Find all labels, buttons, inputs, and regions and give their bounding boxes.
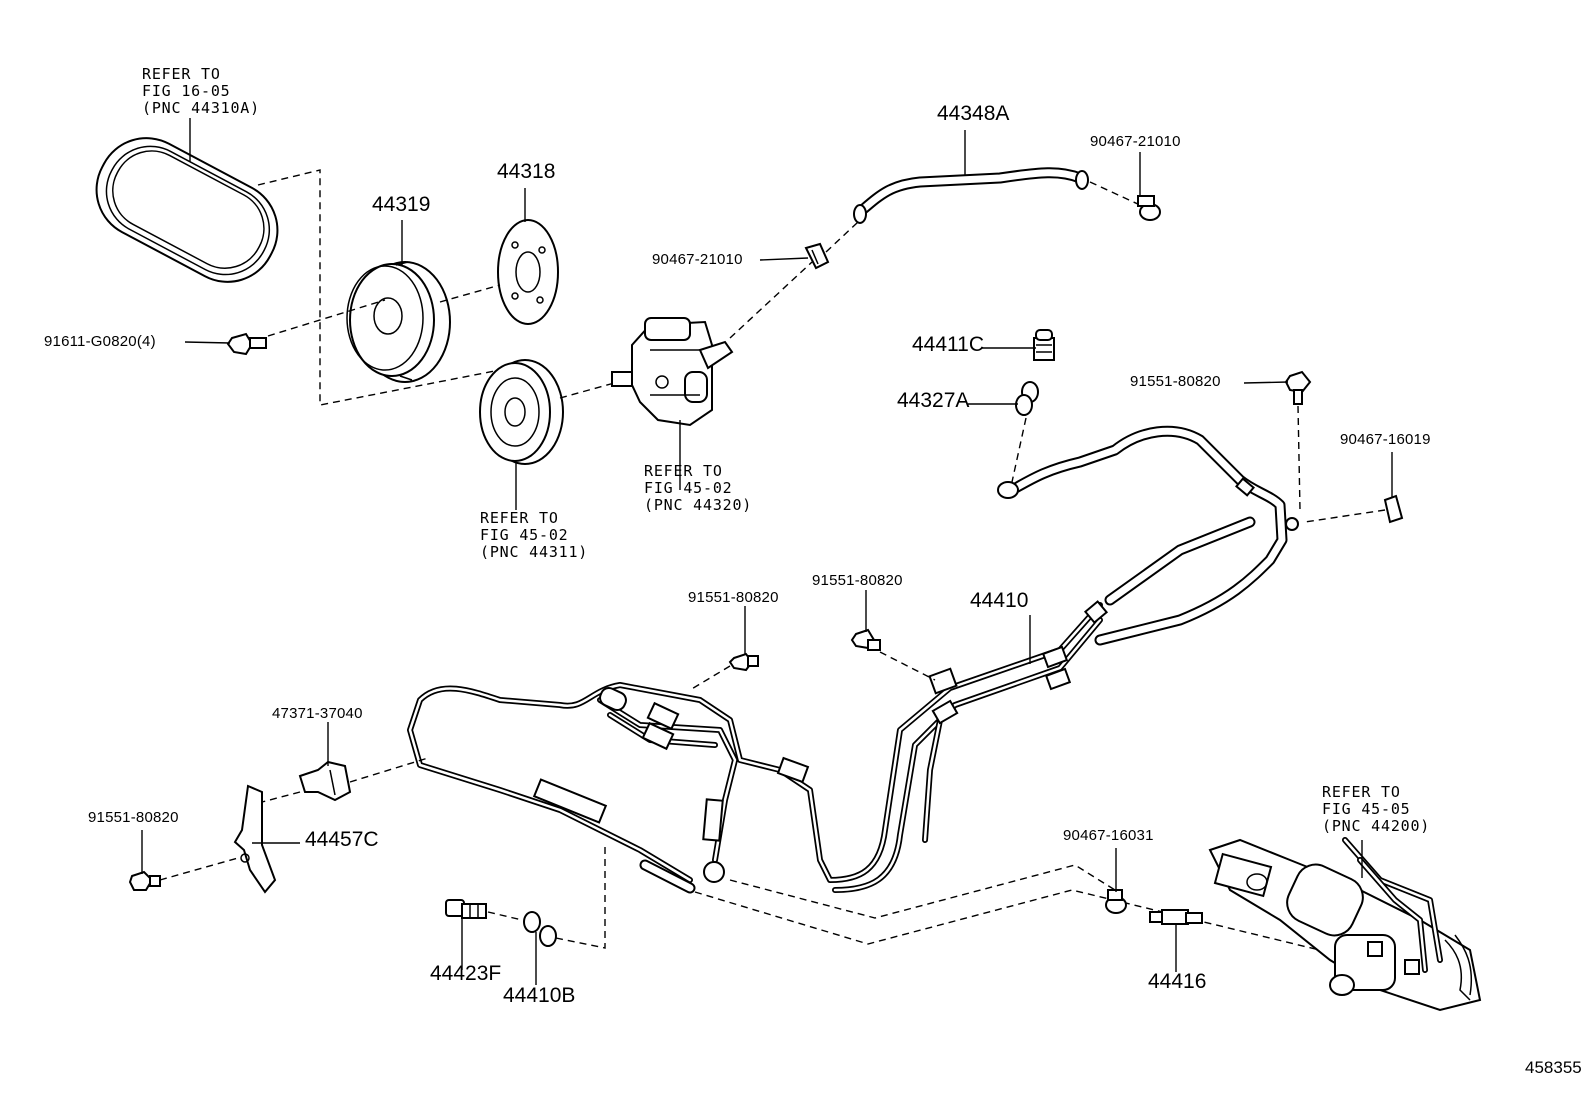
clamp-47371-37040	[298, 760, 352, 802]
label-90467-21010-left: 90467-21010	[652, 251, 743, 268]
union-44423F	[445, 899, 487, 919]
belt-bracket-line	[257, 169, 501, 406]
plate-44318	[497, 219, 559, 325]
bolt-right-dash	[1297, 405, 1301, 511]
route-dash-2	[694, 889, 1341, 956]
gasket-b-dash	[555, 845, 606, 949]
label-44410: 44410	[970, 589, 1029, 612]
power-steering-pump	[611, 317, 734, 427]
bolt-91551-mid2	[850, 628, 881, 651]
label-91551-mid1: 91551-80820	[688, 589, 779, 606]
label-90467-16031: 90467-16031	[1063, 827, 1154, 844]
union-44416	[1149, 909, 1203, 925]
bolt-mid1-dash	[689, 665, 731, 691]
label-44410B: 44410B	[503, 984, 576, 1007]
gasket-44410B	[523, 911, 557, 947]
return-hose-upper	[997, 425, 1299, 646]
label-44319: 44319	[372, 193, 431, 216]
clamp-90467-21010-right	[1137, 195, 1161, 221]
label-44423F: 44423F	[430, 962, 502, 985]
hose-clamp-dash	[1089, 181, 1141, 206]
label-44457C: 44457C	[305, 828, 379, 851]
label-44318: 44318	[497, 160, 556, 183]
union-44411C	[1033, 329, 1055, 361]
leader-lines	[141, 118, 1393, 985]
pulley-plate-dash	[439, 284, 501, 303]
bracket-44457C	[233, 784, 277, 894]
steering-gear	[1208, 837, 1482, 1012]
label-44411C: 44411C	[912, 333, 985, 356]
pump-clip-dash	[729, 261, 813, 339]
route-dash-1	[729, 864, 1116, 919]
figure-number: 458355	[1525, 1058, 1582, 1077]
union-gasket-dash	[487, 911, 523, 921]
clamp-90467-16031	[1105, 889, 1127, 914]
bolt-mid2-dash	[879, 651, 936, 681]
bolt-91551-mid1	[728, 652, 759, 672]
clamp-bracket-dash	[261, 791, 301, 803]
clamp-90467-16019	[1383, 494, 1404, 524]
gasket-dash	[1011, 417, 1027, 483]
label-90467-16019: 90467-16019	[1340, 431, 1431, 448]
label-90467-21010-right: 90467-21010	[1090, 133, 1181, 150]
pulley-lower	[479, 359, 564, 465]
clamp-90467-21010-left	[804, 242, 830, 270]
clamp-16019-dash	[1304, 509, 1386, 523]
label-44327A: 44327A	[897, 389, 970, 412]
bolt-91551-left	[128, 870, 161, 891]
label-47371-37040: 47371-37040	[272, 705, 363, 722]
bolt-left-dash	[159, 857, 239, 881]
hose-44348A	[853, 167, 1089, 224]
label-44348A: 44348A	[937, 102, 1010, 125]
label-91551-right: 91551-80820	[1130, 373, 1221, 390]
drive-belt	[95, 137, 279, 283]
bolt-dash	[267, 299, 386, 337]
label-44416: 44416	[1148, 970, 1207, 993]
clamp-47371-dash	[349, 757, 429, 783]
pressure-lines-44410	[407, 600, 1109, 894]
clip-hose-dash	[825, 221, 859, 253]
bolt-91611	[226, 332, 267, 356]
label-91611: 91611-G0820(4)	[44, 333, 156, 350]
bolt-91551-right	[1284, 370, 1312, 405]
gasket-44327A	[1015, 381, 1039, 416]
label-91551-left: 91551-80820	[88, 809, 179, 826]
label-91551-mid2: 91551-80820	[812, 572, 903, 589]
pulley-pump-dash	[559, 381, 619, 399]
pulley-44319	[346, 261, 451, 383]
